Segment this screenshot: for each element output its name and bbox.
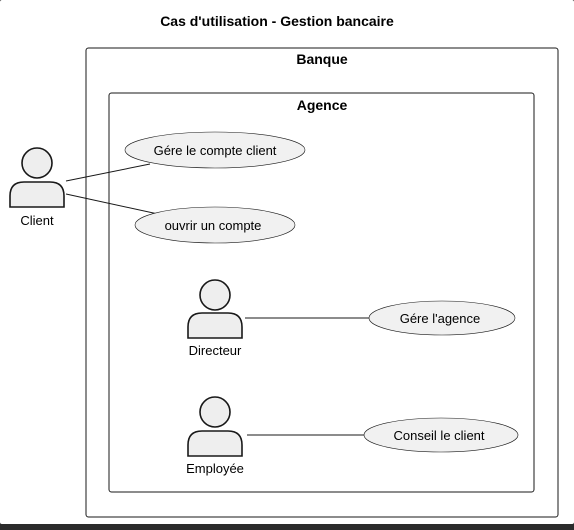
actor-client[interactable]: Client [9, 147, 65, 228]
person-icon [187, 279, 243, 339]
use-case-gere-compte-label: Gére le compte client [154, 143, 277, 158]
use-case-ouvrir-compte-label: ouvrir un compte [165, 218, 262, 233]
use-case-gere-agence-label: Gére l'agence [400, 311, 481, 326]
package-agence-label: Agence [297, 97, 348, 113]
use-case-ouvrir-compte[interactable]: ouvrir un compte [134, 206, 296, 244]
actor-client-label: Client [20, 213, 54, 228]
assoc-client-ouvrir-compte [65, 193, 159, 215]
person-icon [9, 147, 65, 208]
package-banque-label: Banque [296, 51, 348, 67]
use-case-gere-compte[interactable]: Gére le compte client [124, 131, 306, 169]
use-case-conseil-client-label: Conseil le client [393, 428, 484, 443]
actor-employee[interactable]: Employée [186, 396, 244, 476]
package-agence [108, 92, 535, 493]
use-case-conseil-client[interactable]: Conseil le client [363, 417, 519, 453]
person-icon [187, 396, 243, 457]
actor-directeur-label: Directeur [189, 343, 242, 358]
assoc-client-gere-compte [65, 163, 151, 182]
use-case-gere-agence[interactable]: Gére l'agence [368, 300, 516, 336]
diagram-title: Cas d'utilisation - Gestion bancaire [160, 13, 394, 29]
actor-directeur[interactable]: Directeur [187, 279, 243, 358]
actor-employee-label: Employée [186, 461, 244, 476]
package-banque [85, 47, 559, 518]
